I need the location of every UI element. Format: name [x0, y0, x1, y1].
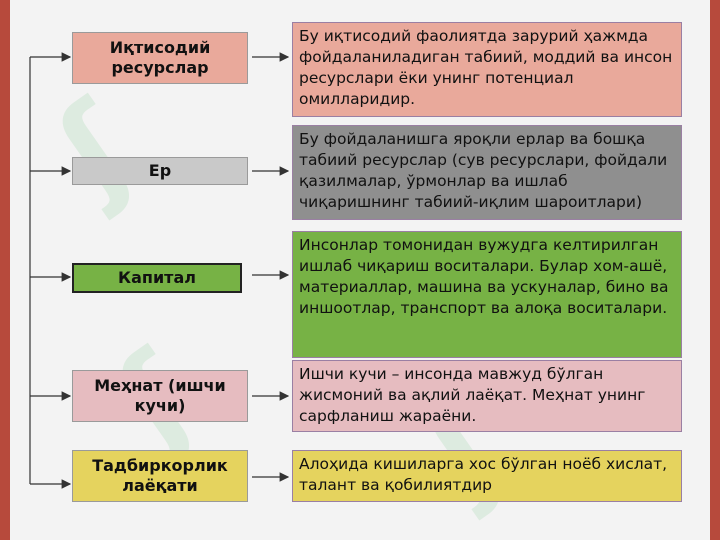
desc-entrepreneurship: Алоҳида кишиларга хос бўлган ноёб хислат… [292, 450, 682, 502]
term-entrepreneurship: Тадбиркорлик лаёқати [72, 450, 248, 502]
desc-capital: Инсонлар томонидан вужудга келтирилган и… [292, 231, 682, 358]
right-edge-band [710, 0, 720, 540]
term-labor: Меҳнат (ишчи кучи) [72, 370, 248, 422]
desc-land: Бу фойдаланишга яроқли ерлар ва бошқа та… [292, 125, 682, 220]
left-edge-band [0, 0, 10, 540]
term-capital: Капитал [72, 263, 242, 293]
term-economic-resources: Иқтисодий ресурслар [72, 32, 248, 84]
term-land: Ер [72, 157, 248, 185]
desc-economic-resources: Бу иқтисодий фаолиятда зарурий ҳажмда фо… [292, 22, 682, 117]
desc-labor: Ишчи кучи – инсонда мавжуд бўлган жисмон… [292, 360, 682, 432]
